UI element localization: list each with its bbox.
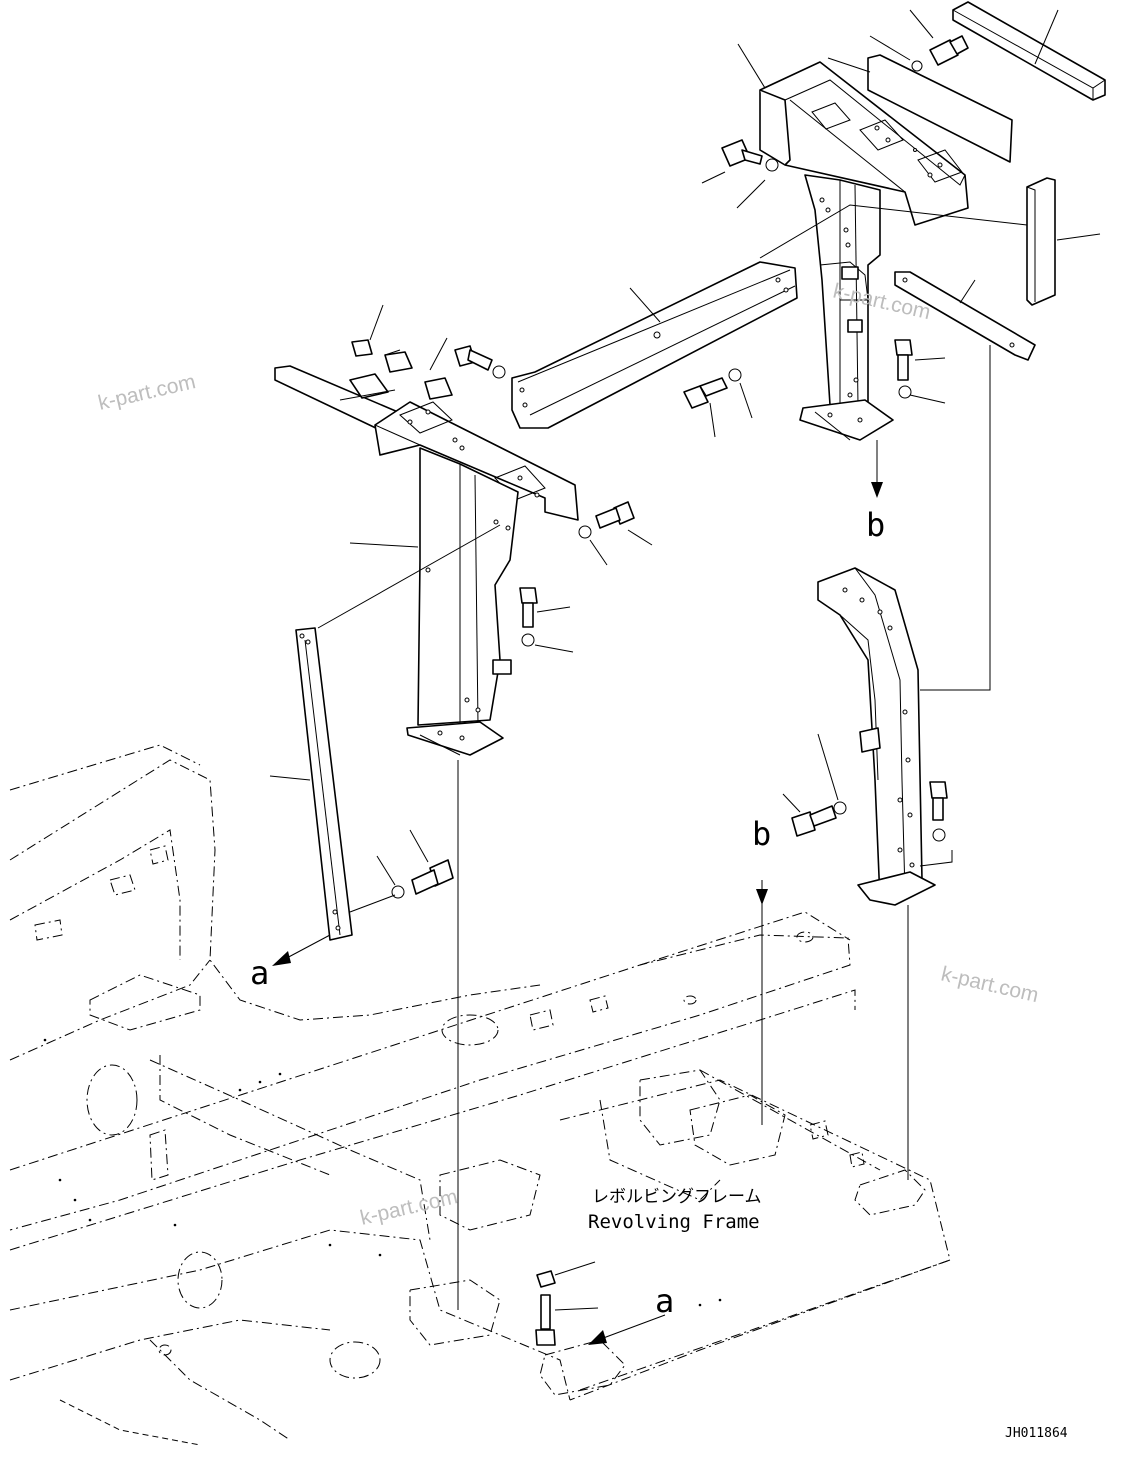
bolt-icon	[721, 35, 969, 172]
long-strap	[295, 627, 353, 941]
watermark: k-part.com	[358, 1185, 460, 1230]
watermark: k-part.com	[96, 370, 198, 415]
reference-label-a: a	[655, 1282, 674, 1320]
reference-label-a: a	[250, 954, 269, 992]
spacer-blocks	[351, 339, 453, 400]
short-bracket	[894, 271, 1036, 361]
frame-label-english: Revolving Frame	[588, 1211, 760, 1233]
right-upper-support	[759, 61, 969, 441]
bolt-icon	[391, 859, 454, 899]
drawing-number: JH011864	[1005, 1426, 1068, 1441]
bolt-icon	[454, 345, 635, 647]
rubber-pads-top	[867, 1, 1106, 306]
arrow-icon	[871, 440, 883, 498]
arrow-icon	[588, 1314, 666, 1345]
bolt-icon	[791, 781, 948, 842]
arrow-icon	[272, 934, 331, 966]
frame-label-japanese: レボルビングフレーム	[592, 1187, 762, 1207]
watermark: k-part.com	[939, 962, 1041, 1007]
reference-label-b: b	[752, 815, 771, 853]
rear-post	[817, 567, 936, 906]
diagonal-brace	[511, 261, 798, 429]
bolt-icon	[535, 1270, 556, 1346]
left-upper-support	[274, 365, 579, 756]
leaders	[269, 9, 1101, 1311]
revolving-frame	[9, 744, 951, 1446]
bolt-icon	[683, 339, 913, 409]
arrow-icon	[756, 889, 768, 905]
reference-label-b: b	[866, 506, 885, 544]
